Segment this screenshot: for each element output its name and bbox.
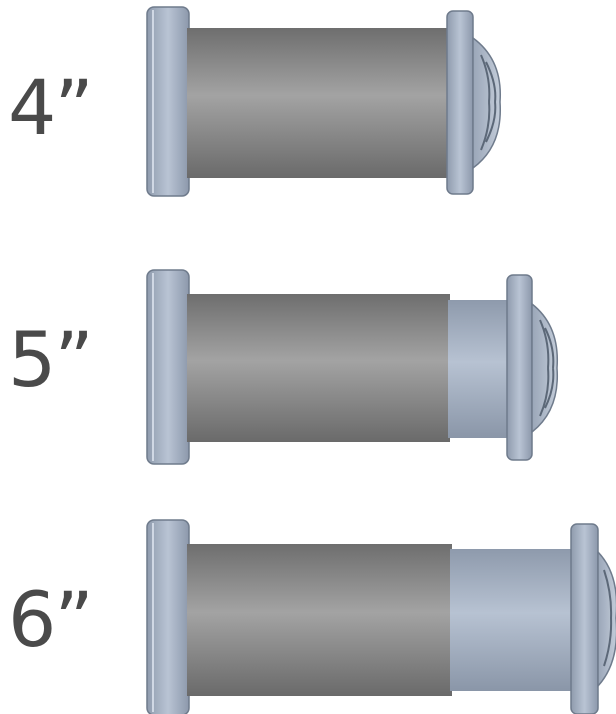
- lens-dome: [531, 302, 559, 434]
- lens-dome: [472, 36, 502, 170]
- door-viewer-4in-icon: [146, 6, 502, 197]
- door-viewer-5in-icon: [146, 269, 559, 465]
- extension-sleeve: [450, 549, 574, 691]
- right-flange: [570, 523, 599, 714]
- door-viewer-6in-icon: [146, 519, 616, 714]
- size-label-5in: 5”: [8, 315, 94, 404]
- extension-sleeve: [448, 300, 510, 438]
- barrel: [187, 28, 449, 178]
- lens-dome: [597, 550, 616, 688]
- right-flange: [506, 274, 533, 461]
- barrel: [187, 294, 450, 442]
- barrel: [187, 544, 452, 696]
- right-flange: [446, 10, 474, 195]
- size-label-6in: 6”: [8, 575, 94, 664]
- size-label-4in: 4”: [8, 63, 94, 152]
